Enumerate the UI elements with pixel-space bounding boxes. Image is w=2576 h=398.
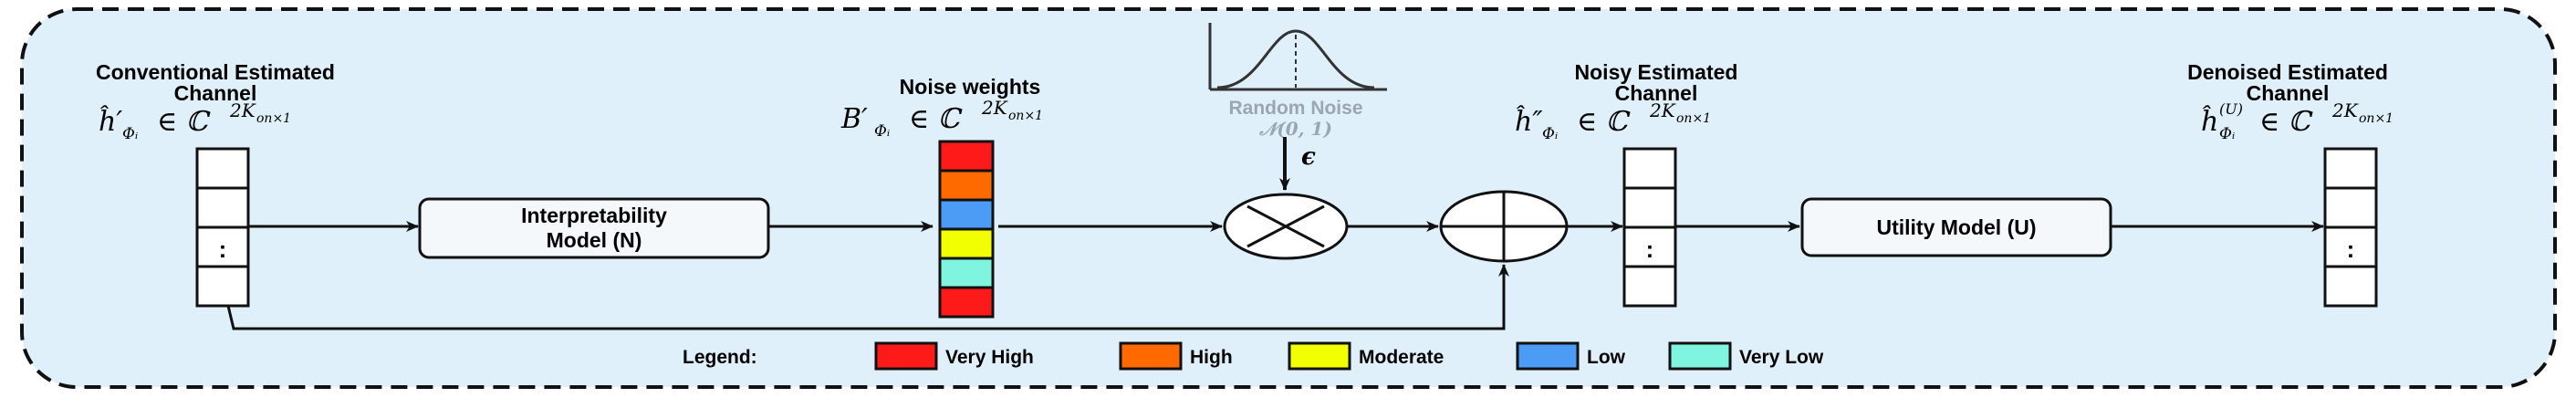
conventional-exponent-sub: on×1 <box>256 111 291 126</box>
legend-label: Very High <box>945 347 1034 368</box>
noise-weight-cell-very-low <box>938 257 995 289</box>
legend-label: Moderate <box>1359 347 1444 368</box>
conventional-vdots: : <box>219 236 227 263</box>
utility-label: Utility Model (U) <box>1876 215 2036 239</box>
noise-weights-subscript: Φᵢ <box>874 122 890 141</box>
noisy-exponent-sub: on×1 <box>1676 111 1711 126</box>
noise-weights-equation: B′ Φᵢ ∈ ℂ 2K on×1 <box>840 97 1043 141</box>
conventional-channel-block: Conventional Estimated Channel ĥ′ Φᵢ ∈ ℂ… <box>96 60 335 308</box>
noisy-title-line1: Noisy Estimated <box>1575 60 1738 84</box>
legend-item: Low <box>1516 341 1626 371</box>
denoised-superscript: (U) <box>2219 100 2243 118</box>
noise-weights-symbol: B′ <box>840 103 868 135</box>
legend-label: High <box>1190 347 1233 368</box>
denoised-channel-block: Denoised Estimated Channel ĥ (U) Φᵢ ∈ ℂ … <box>2187 60 2393 308</box>
multiply-operator-icon <box>1223 193 1349 260</box>
legend-swatch <box>1516 341 1580 371</box>
legend-item: Very Low <box>1668 341 1824 371</box>
noise-weights-exponent: 2K <box>981 97 1008 119</box>
noise-weights-exponent-sub: on×1 <box>1008 109 1043 123</box>
interpretability-model-box: Interpretability Model (N) <box>418 197 770 259</box>
noise-weight-cell-very-high <box>938 140 995 173</box>
skip-connection-arrow <box>226 264 1509 330</box>
noise-weights-title: Noise weights <box>900 75 1041 99</box>
noise-weight-cell-moderate <box>938 227 995 260</box>
noise-weights-space: ∈ ℂ <box>909 103 963 135</box>
add-operator-icon <box>1439 190 1569 263</box>
noisy-exponent: 2K <box>1649 100 1676 121</box>
interpretability-label-line2: Model (N) <box>547 228 642 252</box>
denoised-exponent-sub: on×1 <box>2359 111 2393 126</box>
noisy-vdots: : <box>1646 236 1654 263</box>
legend-swatch <box>1668 341 1732 371</box>
denoised-subscript: Φᵢ <box>2219 125 2235 143</box>
legend-label: Low <box>1587 347 1626 368</box>
legend-swatch <box>1288 341 1351 371</box>
noise-weight-cell-very-high <box>938 286 995 319</box>
noisy-symbol: ĥ″ <box>1515 105 1543 138</box>
conventional-equation: ĥ′ Φᵢ ∈ ℂ 2K on×1 <box>99 100 291 143</box>
conventional-exponent: 2K <box>229 100 256 121</box>
legend-items: Very High High Moderate Low Very Low <box>874 341 1824 371</box>
noisy-equation: ĥ″ Φᵢ ∈ ℂ 2K on×1 <box>1515 100 1711 143</box>
legend-label: Very Low <box>1739 347 1824 368</box>
legend-swatch <box>1119 341 1183 371</box>
conventional-title-line1: Conventional Estimated <box>96 60 335 84</box>
noisy-subscript: Φᵢ <box>1542 125 1558 143</box>
utility-model-box: Utility Model (U) <box>1800 197 2112 257</box>
random-noise-distribution: 𝒩(0, 1) <box>1258 118 1332 140</box>
noise-weights-vector <box>938 140 995 319</box>
interpretability-label-line1: Interpretability <box>521 204 667 227</box>
noise-weight-cell-low <box>938 198 995 231</box>
noise-weights-block: Noise weights B′ Φᵢ ∈ ℂ 2K on×1 <box>840 75 1043 319</box>
legend-item: Moderate <box>1288 341 1444 371</box>
conventional-space: ∈ ℂ <box>157 106 211 138</box>
legend-item: High <box>1119 341 1233 371</box>
conventional-title-line2: Channel <box>174 81 257 105</box>
denoised-vdots: : <box>2347 236 2355 263</box>
noise-weight-cell-high <box>938 169 995 202</box>
gaussian-curve-icon <box>1208 23 1387 91</box>
epsilon-label: ϵ <box>1301 143 1316 171</box>
random-noise-block: Random Noise 𝒩(0, 1) ϵ <box>1208 23 1387 191</box>
denoised-equation: ĥ (U) Φᵢ ∈ ℂ 2K on×1 <box>2201 100 2393 143</box>
conventional-symbol: ĥ′ <box>99 105 122 138</box>
noisy-vector: : <box>1622 147 1677 308</box>
denoised-title-line1: Denoised Estimated <box>2187 60 2388 84</box>
noisy-space: ∈ ℂ <box>1577 106 1631 138</box>
noisy-title-line2: Channel <box>1615 81 1698 105</box>
denoised-symbol: ĥ <box>2201 105 2218 138</box>
denoised-title-line2: Channel <box>2247 81 2330 105</box>
conventional-vector: : <box>195 147 250 308</box>
conventional-subscript: Φᵢ <box>122 125 138 143</box>
legend-item: Very High <box>874 341 1034 371</box>
denoised-vector: : <box>2323 147 2378 308</box>
legend: Legend: Very High High Moderate Low Very Low <box>683 341 1824 371</box>
denoised-exponent: 2K <box>2331 100 2359 121</box>
legend-title: Legend: <box>683 347 757 368</box>
denoised-space: ∈ ℂ <box>2259 106 2313 138</box>
noisy-channel-block: Noisy Estimated Channel ĥ″ Φᵢ ∈ ℂ 2K on×… <box>1515 60 1738 308</box>
legend-swatch <box>874 341 938 371</box>
random-noise-title: Random Noise <box>1228 98 1362 119</box>
